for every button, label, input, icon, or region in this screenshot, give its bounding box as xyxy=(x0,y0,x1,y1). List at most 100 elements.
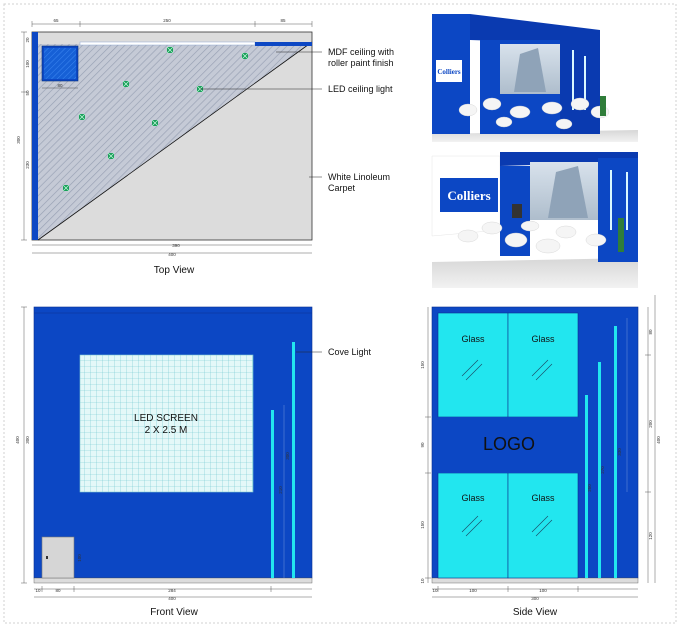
dim-side-left-b: 90 xyxy=(420,442,425,448)
dim-side-left-a: 150 xyxy=(420,361,425,369)
side-floor xyxy=(431,577,639,584)
dim-top-b: 250 xyxy=(163,18,171,23)
front-dim-lines xyxy=(21,306,322,598)
dim-side-left-c: 150 xyxy=(420,521,425,529)
dim-side-right-total: 400 xyxy=(656,436,661,444)
caption-side-view: Side View xyxy=(513,607,558,618)
dim-side-cove-c: 330 xyxy=(617,448,622,456)
callout-carpet-line2: Carpet xyxy=(328,183,356,193)
cove-light-short xyxy=(271,410,274,578)
dim-side-left-d: 10 xyxy=(420,578,425,584)
booth-render-1: Colliers xyxy=(432,14,638,142)
glass-label-bl: Glass xyxy=(461,493,485,503)
side-cove-light-3 xyxy=(614,326,617,578)
dim-front-total: 400 xyxy=(168,596,176,601)
booth-render-2: Colliers xyxy=(431,152,638,288)
front-floor xyxy=(33,577,313,584)
led-light-icon xyxy=(78,113,86,121)
glass-reflection-marks xyxy=(461,359,553,537)
callout-led: LED ceiling light xyxy=(328,84,393,94)
logo-text: LOGO xyxy=(483,434,535,454)
side-cove-light-1 xyxy=(585,395,588,578)
dim-cove-b: 300 xyxy=(285,452,290,460)
side-view: Glass Glass Glass Glass LOGO 250 270 330… xyxy=(420,295,661,618)
dim-left-total: 300 xyxy=(16,136,21,144)
dim-cove-a: 210 xyxy=(278,486,283,494)
render-2-floor xyxy=(432,258,638,288)
glass-panel-bl xyxy=(437,472,509,579)
caption-front-view: Front View xyxy=(150,607,198,618)
glass-label-tr: Glass xyxy=(531,334,555,344)
dim-bottom-outer: 400 xyxy=(168,252,176,257)
caption-top-view: Top View xyxy=(154,265,195,276)
glass-panel-br xyxy=(507,472,579,579)
top-view: 80 65 250 85 390 400 300 230 20 xyxy=(16,18,394,276)
dim-left-c: 50 xyxy=(25,90,30,96)
side-dim-lines xyxy=(425,295,656,598)
dim-bottom-inner: 390 xyxy=(172,243,180,248)
front-view: LED SCREEN 2 X 2.5 M 210 300 100 400 300… xyxy=(15,306,372,618)
led-light-icon xyxy=(166,46,174,54)
dim-side-right-a: 80 xyxy=(648,329,653,335)
callout-carpet-line1: White Linoleum xyxy=(328,172,390,182)
render-1-side-wall xyxy=(560,40,600,134)
dim-front-left-a: 300 xyxy=(25,436,30,444)
render-1-cove-light xyxy=(584,56,586,110)
top-wall-end xyxy=(255,42,312,46)
render-2-logo-panel xyxy=(440,178,498,212)
callout-mdf-line1: MDF ceiling with xyxy=(328,47,394,57)
dim-front-a: 10 xyxy=(35,588,41,593)
callout-cove-light: Cove Light xyxy=(328,347,372,357)
dim-inset-w: 80 xyxy=(57,83,63,88)
dim-top-c: 85 xyxy=(280,18,286,23)
led-light-icon xyxy=(122,80,130,88)
dim-front-left-total: 400 xyxy=(15,436,20,444)
top-callout-lines xyxy=(200,51,322,178)
led-screen-size: 2 X 2.5 M xyxy=(145,425,188,436)
top-dim-lines xyxy=(21,21,313,254)
render-1-plant xyxy=(600,96,606,116)
dim-front-c: 284 xyxy=(168,588,176,593)
top-wall-strip xyxy=(79,41,256,46)
dim-side-b: 100 xyxy=(469,588,477,593)
door-handle xyxy=(46,556,48,559)
render-1-logo-panel xyxy=(436,60,462,82)
dim-side-total: 300 xyxy=(531,596,539,601)
dim-side-c: 100 xyxy=(539,588,547,593)
left-wall xyxy=(32,32,38,240)
callout-mdf-line2: roller paint finish xyxy=(328,58,394,68)
render-2-brand: Colliers xyxy=(447,188,490,203)
render-2-cove-light xyxy=(610,170,612,230)
dim-door-h: 100 xyxy=(77,554,82,562)
render-2-coffee-machine xyxy=(512,204,522,218)
dim-left-b: 230 xyxy=(25,161,30,169)
dim-side-right-c: 120 xyxy=(648,532,653,540)
render-1-header xyxy=(470,14,600,44)
dim-top-a: 65 xyxy=(53,18,59,23)
led-light-icon xyxy=(62,184,70,192)
render-2-building xyxy=(548,166,588,218)
render-2-furniture xyxy=(457,220,607,254)
led-light-icon xyxy=(241,52,249,60)
storage-room-fill xyxy=(44,48,76,79)
dim-front-b: 80 xyxy=(55,588,61,593)
dim-side-cove-a: 250 xyxy=(587,484,592,492)
dim-left-a: 20 xyxy=(25,37,30,43)
sheet-border xyxy=(3,3,677,624)
led-light-icon xyxy=(107,152,115,160)
side-cove-light-2 xyxy=(598,362,601,578)
dim-inset-h: 100 xyxy=(25,60,30,68)
render-1-building xyxy=(514,48,546,92)
logo-band xyxy=(438,417,578,473)
render-1-brand: Colliers xyxy=(437,68,461,76)
glass-label-tl: Glass xyxy=(461,334,485,344)
led-light-icon xyxy=(151,119,159,127)
led-screen xyxy=(79,354,254,493)
render-2-plant xyxy=(618,218,624,252)
dim-side-a: 10 xyxy=(432,588,438,593)
led-screen-label: LED SCREEN xyxy=(134,413,198,424)
render-2-cove-light xyxy=(626,172,628,230)
glass-label-br: Glass xyxy=(531,493,555,503)
